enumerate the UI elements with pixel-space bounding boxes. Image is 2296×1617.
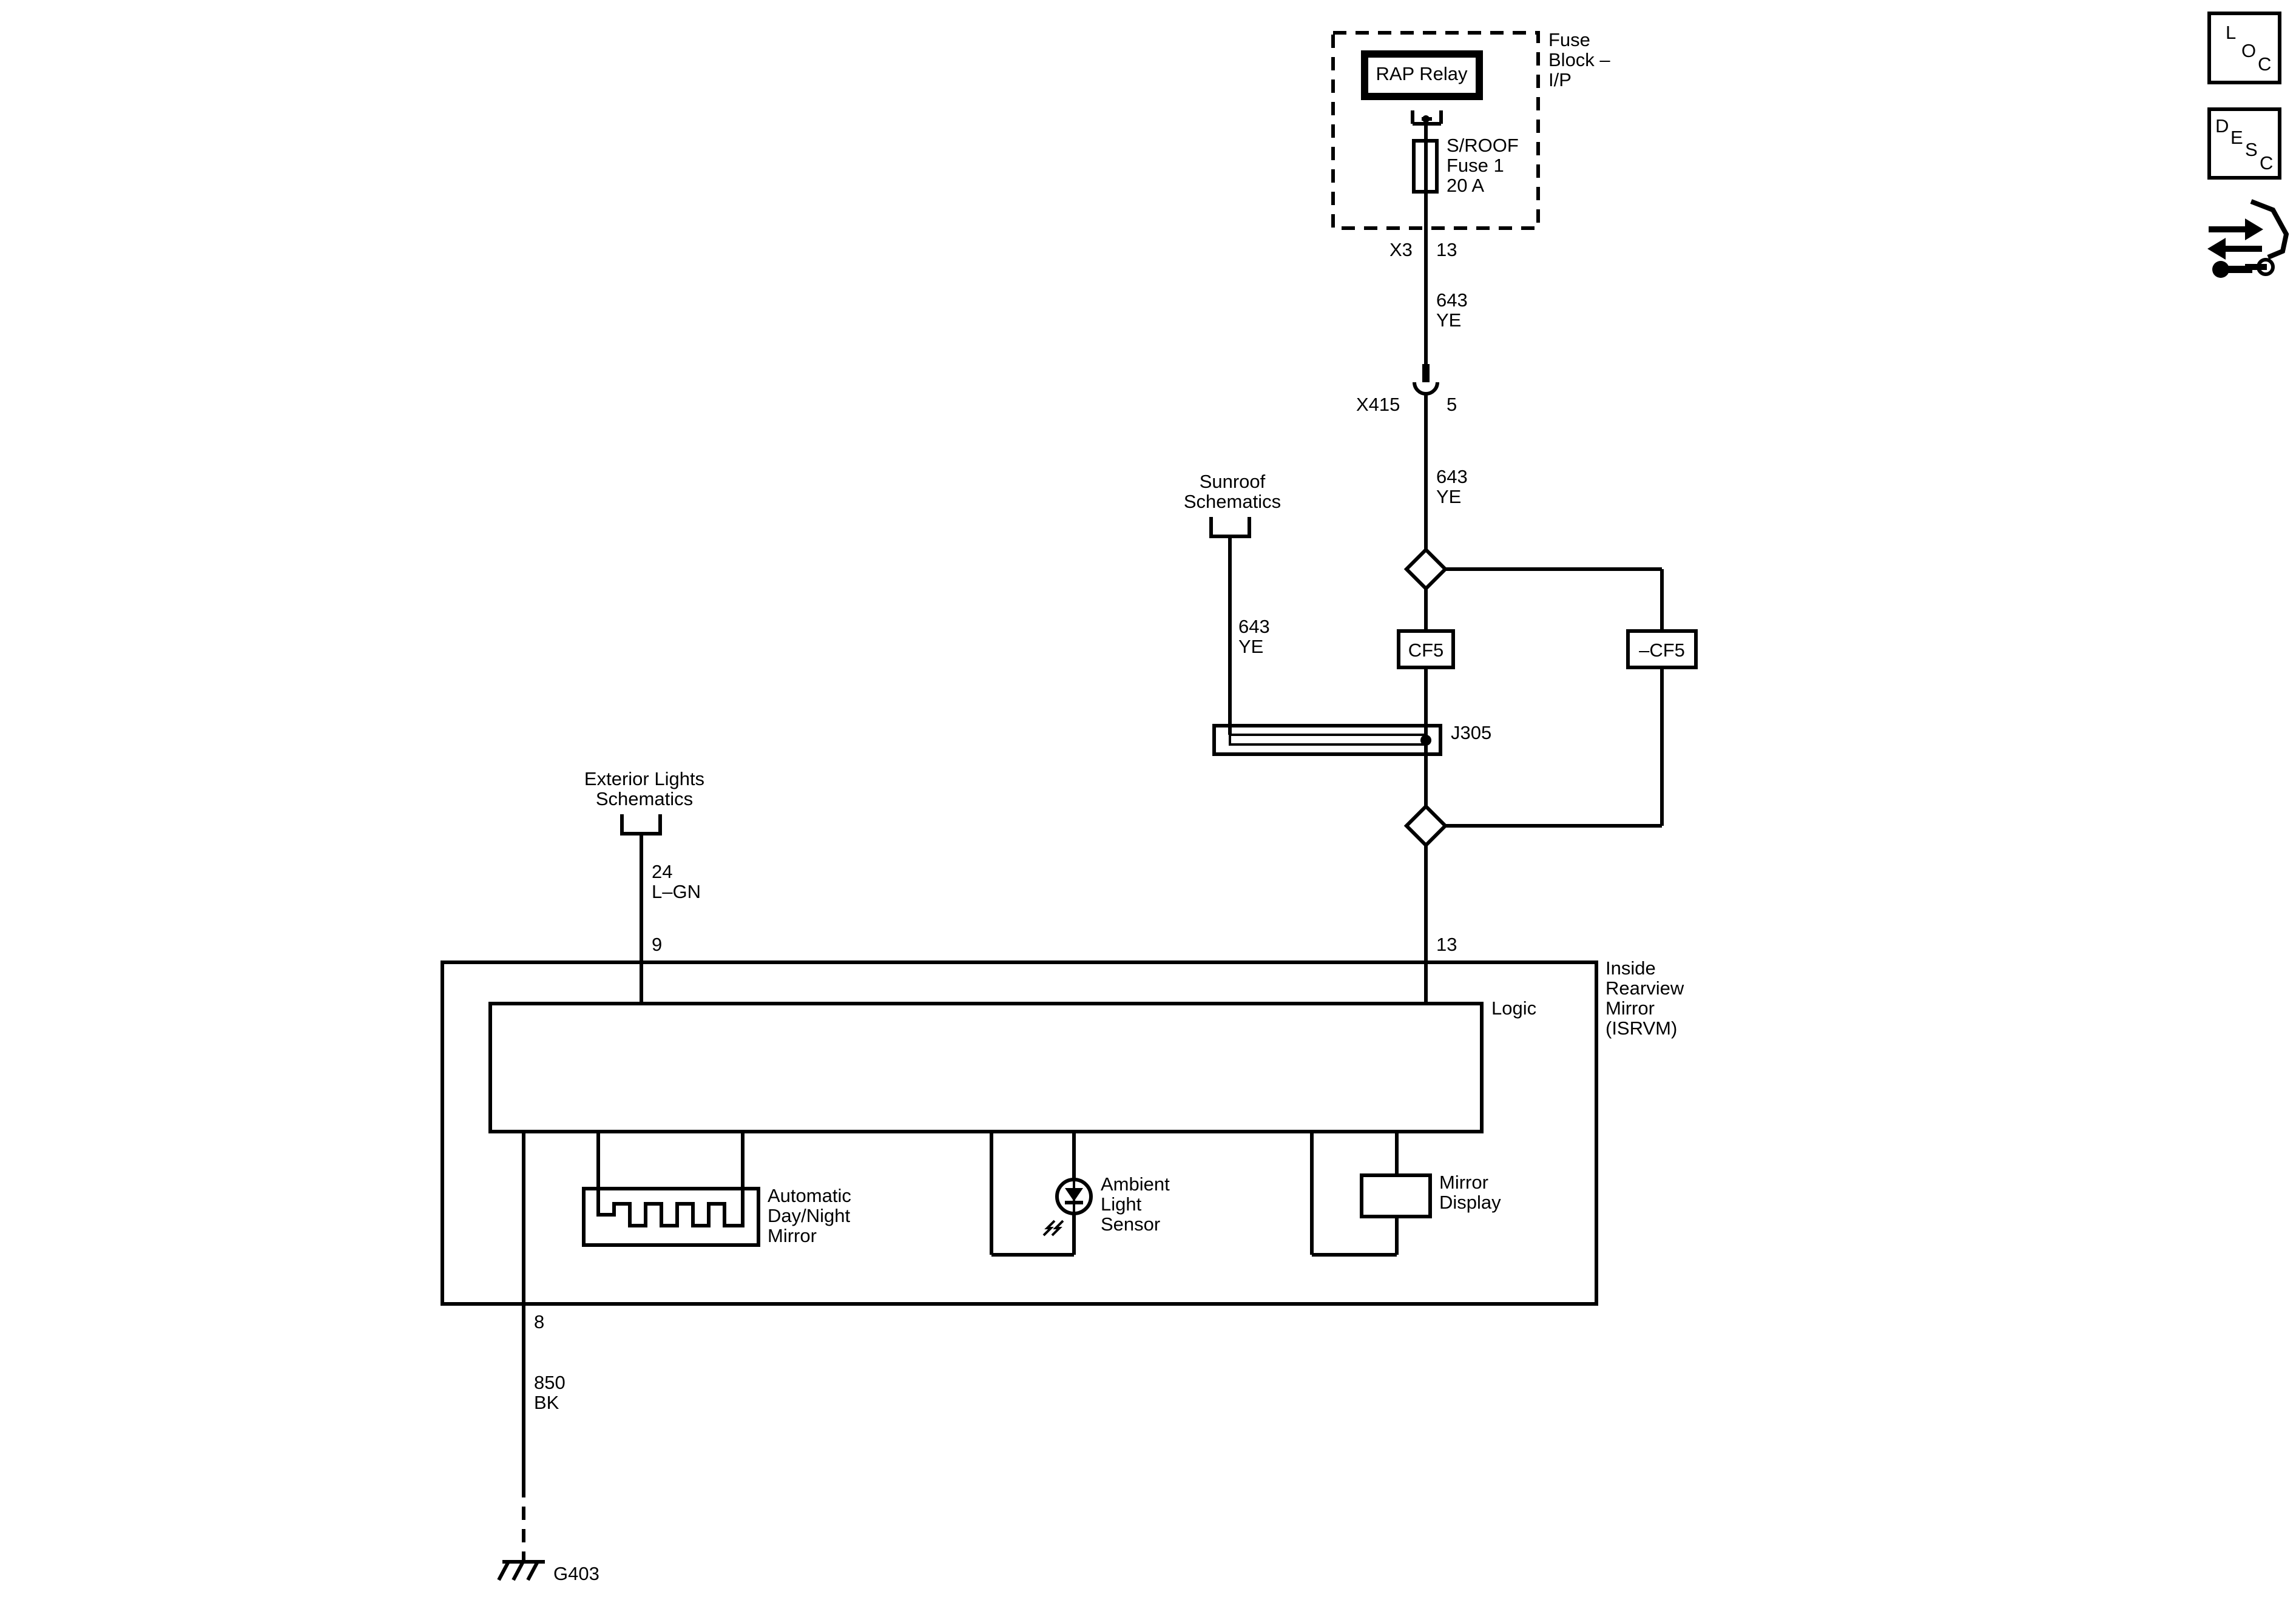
fuse-label-line1: S/ROOF [1447, 135, 1519, 156]
connector-arrows-wrench-icon[interactable] [2207, 199, 2289, 278]
inline-connector-name: X415 [1356, 394, 1400, 415]
isrvm-label-line2: Rearview [1606, 977, 1684, 999]
isrvm-label-line4: (ISRVM) [1606, 1018, 1677, 1039]
desc-letter-c: C [2260, 152, 2273, 174]
exterior-lights-pin: 9 [652, 934, 662, 955]
rap-relay-box [1361, 50, 1483, 100]
relay-contact-icon [1411, 110, 1443, 141]
sunroof-circuit: 643 [1238, 616, 1270, 637]
fuse-block-pin: 13 [1436, 239, 1457, 260]
fuse-label-line3: 20 A [1447, 175, 1484, 196]
ambient-sensor-label-line1: Ambient [1101, 1173, 1170, 1195]
exterior-lights-circuit: 24 [652, 861, 672, 882]
fuse-block-label-line1: Fuse [1548, 29, 1590, 50]
mirror-display-label-line1: Mirror [1439, 1172, 1488, 1193]
splice-bar [1229, 734, 1427, 746]
option-cf5-box [1397, 629, 1455, 669]
photodiode-icon [1042, 1178, 1093, 1237]
splice-j305: J305 [1212, 722, 1491, 756]
ambient-sensor-label-line2: Light [1101, 1193, 1142, 1215]
option-cf5-label: CF5 [1408, 640, 1444, 661]
ambient-light-sensor: Ambient Light Sensor [990, 1132, 1170, 1257]
auto-dimming-box [582, 1187, 760, 1247]
wire-top-color: YE [1436, 309, 1461, 331]
logic-box [488, 1002, 1484, 1133]
wire-top-circuit: 643 [1436, 289, 1468, 311]
connector-icon [1413, 382, 1439, 396]
option-not-cf5-box [1626, 629, 1698, 669]
heating-element-icon [596, 1189, 745, 1227]
auto-dimming-mirror: Automatic Day/Night Mirror [582, 1132, 851, 1247]
auto-dimming-label-line2: Day/Night [768, 1205, 850, 1226]
sunroof-schematics-ref: Sunroof Schematics 643 YE [1184, 471, 1281, 735]
desc-button[interactable]: D E S C [2207, 107, 2281, 180]
exterior-lights-label-line1: Exterior Lights [584, 768, 704, 789]
option-cf5: CF5 [1397, 629, 1455, 669]
fuse-block: Fuse Block – I/P RAP Relay S/ROOF Fuse 1… [1331, 29, 1610, 260]
logic-label: Logic [1491, 998, 1536, 1019]
sroof-fuse: S/ROOF Fuse 1 20 A [1412, 135, 1519, 196]
sunroof-label-line2: Schematics [1184, 491, 1281, 512]
wire-mid-circuit: 643 [1436, 466, 1468, 487]
circuit-643-feed: 643 YE X415 5 643 YE CF5 –CF5 [1356, 228, 1698, 1004]
inline-connector-pin: 5 [1447, 394, 1457, 415]
ground-wire-circuit: 850 [534, 1372, 566, 1393]
rap-relay: RAP Relay [1361, 50, 1483, 100]
desc-letter-d: D [2215, 115, 2229, 137]
isrvm-ground-pin: 8 [534, 1311, 544, 1332]
fuse-block-outline [1331, 31, 1540, 230]
rap-relay-label: RAP Relay [1376, 63, 1468, 84]
display-icon [1360, 1173, 1432, 1218]
inline-connector-x415: X415 5 [1356, 364, 1457, 568]
sunroof-color: YE [1238, 636, 1263, 657]
sunroof-label-line1: Sunroof [1200, 471, 1266, 492]
splice-name: J305 [1451, 722, 1491, 743]
loc-letter-l: L [2226, 22, 2236, 43]
mirror-display: Mirror Display [1310, 1132, 1501, 1257]
isrvm-label-line3: Mirror [1606, 998, 1655, 1019]
splice-pack-box [1212, 724, 1442, 756]
isrvm-power-pin: 13 [1436, 934, 1457, 955]
option-not-cf5-label: –CF5 [1639, 640, 1685, 661]
splice-point [1420, 735, 1431, 746]
exterior-lights-label-line2: Schematics [596, 788, 693, 809]
location-icon[interactable] [2207, 12, 2281, 84]
option-diamond-top [1403, 547, 1448, 592]
option-not-cf5: –CF5 [1626, 629, 1698, 669]
wire-mid-color: YE [1436, 486, 1461, 507]
fuse-block-connector: X3 [1389, 239, 1413, 260]
fuse-block-label-line2: Block – [1548, 49, 1610, 70]
ground-name: G403 [553, 1563, 599, 1584]
auto-dimming-label-line3: Mirror [768, 1225, 817, 1246]
option-diamond-bottom [1403, 803, 1448, 848]
ground-wire-color: BK [534, 1392, 559, 1413]
exterior-lights-color: L–GN [652, 881, 701, 902]
schematic-reference-icon [620, 814, 662, 836]
desc-letter-e: E [2230, 127, 2243, 148]
ambient-sensor-label-line3: Sensor [1101, 1214, 1160, 1235]
loc-letter-c: C [2258, 53, 2271, 75]
auto-dimming-label-line1: Automatic [768, 1185, 851, 1206]
description-icon[interactable] [2207, 107, 2281, 180]
fuse-label-line2: Fuse 1 [1447, 155, 1504, 176]
isrvm-label-line1: Inside [1606, 957, 1656, 979]
chassis-ground-icon [497, 1560, 545, 1581]
mirror-display-label-line2: Display [1439, 1192, 1501, 1213]
loc-button[interactable]: L O C [2207, 12, 2281, 84]
desc-letter-s: S [2245, 139, 2258, 160]
logic-block: Logic [488, 998, 1536, 1133]
isrvm-outline [441, 960, 1598, 1306]
fuse-block-label-line3: I/P [1548, 69, 1572, 90]
loc-letter-o: O [2241, 40, 2256, 61]
schematic-reference-icon [1209, 517, 1251, 538]
isrvm-module: Inside Rearview Mirror (ISRVM) Logic Aut… [441, 957, 1684, 1306]
ground-circuit: 8 850 BK G403 [497, 1304, 599, 1584]
exterior-lights-schematics-ref: Exterior Lights Schematics 24 L–GN 9 [584, 768, 704, 1004]
